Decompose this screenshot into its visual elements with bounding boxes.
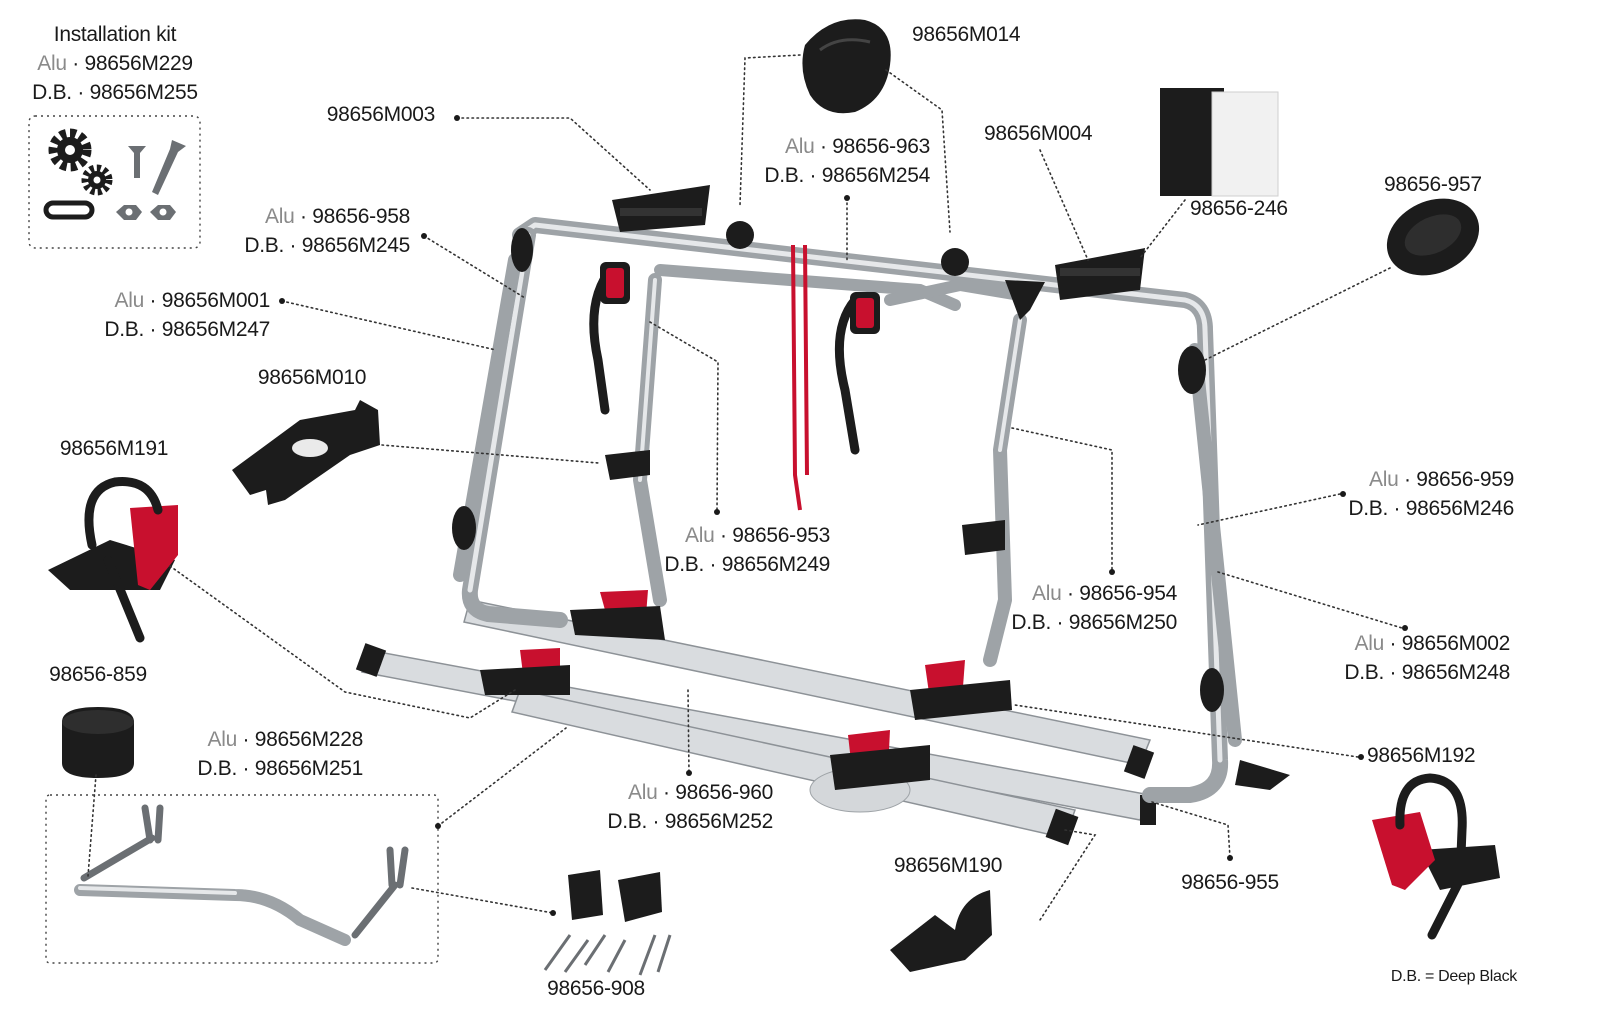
part-labels: Installation kit Alu · 98656M229 D.B. · … [32,23,1518,1000]
wheel-holder-right-icon [1372,773,1500,940]
clamp-arms [589,262,880,455]
label-98656M192: 98656M192 [1367,744,1475,767]
installation-kit-box [28,115,201,249]
label-98656-960-db: D.B. · 98656M252 [607,810,773,833]
label-98656-246: 98656-246 [1190,197,1288,220]
chain-icon [43,200,95,220]
wheel-rails [355,599,1156,846]
label-98656M003: 98656M003 [327,103,435,126]
adhesive-pads-icon [1160,88,1279,197]
label-98656-959-alu: Alu · 98656-959 [1369,468,1514,491]
label-98656-957: 98656-957 [1384,173,1482,196]
label-98656M228-db: D.B. · 98656M251 [197,757,363,780]
label-98656-958-db: D.B. · 98656M245 [244,234,410,257]
nut-icon [116,205,176,220]
label-98656-954-db: D.B. · 98656M250 [1011,611,1177,634]
label-kit-title: Installation kit [54,23,177,46]
red-strap [791,244,809,511]
leader-dots [279,115,1408,916]
label-98656-954-alu: Alu · 98656-954 [1032,582,1178,605]
spacer-bar-box [45,794,439,964]
label-98656-959-db: D.B. · 98656M246 [1348,497,1514,520]
leader-lines [87,54,1403,921]
label-98656M190: 98656M190 [894,854,1002,877]
screw-icon [128,140,186,195]
label-98656M228-alu: Alu · 98656M228 [208,728,363,751]
label-98656M014: 98656M014 [912,23,1021,46]
wheel-cradle-icon [890,890,992,972]
label-98656M191: 98656M191 [60,437,168,460]
label-98656-953-alu: Alu · 98656-953 [685,524,830,547]
label-98656-859: 98656-859 [49,663,147,686]
sleeve-icon [62,707,134,778]
gear-icon [48,128,113,196]
frame-fittings [452,185,1290,790]
label-98656-953-db: D.B. · 98656M249 [664,553,830,576]
label-98656M002-alu: Alu · 98656M002 [1355,632,1510,655]
wheel-holders [480,590,1012,790]
label-98656-955: 98656-955 [1181,871,1279,894]
label-98656-963-db: D.B. · 98656M254 [764,164,930,187]
label-98656-958-alu: Alu · 98656-958 [265,205,410,228]
label-kit-db: D.B. · 98656M255 [32,81,198,104]
label-98656-960-alu: Alu · 98656-960 [628,781,773,804]
label-98656M004: 98656M004 [984,122,1093,145]
frame-holder-icon [232,400,380,505]
label-98656M001-db: D.B. · 98656M247 [104,318,270,341]
label-kit-alu: Alu · 98656M229 [37,52,192,75]
wheel-holder-left-icon [48,477,178,643]
label-98656-908: 98656-908 [547,977,645,1000]
label-98656M001-alu: Alu · 98656M001 [115,289,270,312]
rivet-set-icon [543,870,672,976]
legend-deep-black: D.B. = Deep Black [1391,968,1518,985]
label-98656-963-alu: Alu · 98656-963 [785,135,930,158]
knob-icon [802,19,891,114]
label-98656M002-db: D.B. · 98656M248 [1344,661,1510,684]
bike-rack-illustration [355,185,1290,846]
end-cap-icon [1386,198,1480,276]
label-98656M010: 98656M010 [258,366,366,389]
